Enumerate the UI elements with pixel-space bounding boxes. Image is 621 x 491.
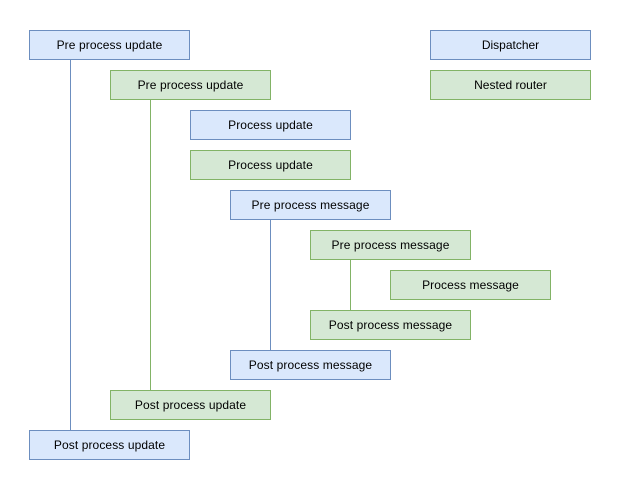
- flow-node[interactable]: Pre process update: [29, 30, 190, 60]
- legend-item-dispatcher[interactable]: Dispatcher: [430, 30, 591, 60]
- flow-node[interactable]: Post process update: [29, 430, 190, 460]
- flow-node-label: Process update: [228, 158, 313, 172]
- flow-node-label: Post process update: [53, 438, 166, 452]
- flow-node-label: Process message: [422, 278, 519, 292]
- flow-node[interactable]: Pre process message: [230, 190, 391, 220]
- flow-node-label: Pre process message: [331, 238, 450, 252]
- flow-node[interactable]: Process update: [190, 110, 351, 140]
- router-outer-lifeline: [150, 100, 151, 390]
- flow-node-label: Post process message: [248, 358, 373, 372]
- flow-node-label: Process update: [228, 118, 313, 132]
- router-inner-lifeline: [350, 260, 351, 310]
- flow-node-label: Pre process message: [251, 198, 370, 212]
- legend-item-label: Nested router: [474, 78, 547, 92]
- flow-node[interactable]: Post process update: [110, 390, 271, 420]
- flow-node-label: Pre process update: [137, 78, 244, 92]
- flow-node[interactable]: Process update: [190, 150, 351, 180]
- legend-item-label: Dispatcher: [481, 38, 540, 52]
- flow-node[interactable]: Pre process update: [110, 70, 271, 100]
- flow-node[interactable]: Pre process message: [310, 230, 471, 260]
- dispatcher-inner-lifeline: [270, 220, 271, 350]
- legend-item-nested-router[interactable]: Nested router: [430, 70, 591, 100]
- flow-node[interactable]: Post process message: [310, 310, 471, 340]
- flow-node-label: Post process update: [134, 398, 247, 412]
- dispatcher-outer-lifeline: [70, 60, 71, 430]
- flow-node[interactable]: Post process message: [230, 350, 391, 380]
- flow-node[interactable]: Process message: [390, 270, 551, 300]
- flow-node-label: Post process message: [328, 318, 453, 332]
- flow-node-label: Pre process update: [56, 38, 163, 52]
